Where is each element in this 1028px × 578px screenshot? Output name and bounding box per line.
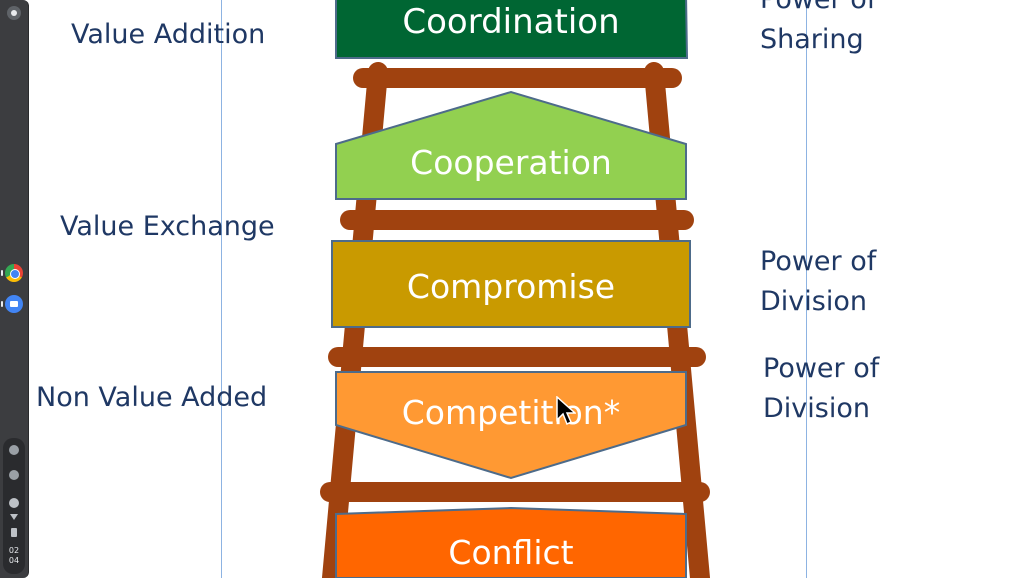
step-cooperation-label: Cooperation [410, 143, 612, 182]
label-power-of-sharing-line1: Power of [760, 0, 876, 20]
label-power-of-sharing-line2: Sharing [760, 24, 864, 55]
label-value-addition: Value Addition [71, 19, 266, 50]
step-coordination: Coordination [335, 0, 689, 59]
wifi-icon [10, 514, 18, 520]
label-value-exchange: Value Exchange [60, 211, 275, 242]
files-icon[interactable] [1, 295, 23, 313]
step-competition: Competition* [335, 371, 687, 480]
step-conflict: Conflict [335, 506, 687, 578]
chrome-icon[interactable] [1, 264, 23, 282]
step-conflict-label: Conflict [448, 533, 573, 572]
label-power-of-division-a-line1: Power of [760, 246, 877, 277]
step-coordination-label: Coordination [402, 2, 619, 42]
launcher-icon[interactable] [7, 6, 21, 20]
step-competition-label: Competition* [402, 393, 620, 432]
screen-capture-icon[interactable] [9, 470, 19, 480]
clock[interactable]: 02 04 [3, 546, 25, 566]
os-shelf: 02 04 [0, 0, 29, 578]
microphone-icon[interactable] [9, 445, 19, 455]
left-guide-line [221, 0, 222, 578]
label-non-value-added: Non Value Added [36, 382, 268, 413]
mouse-cursor-icon [556, 396, 576, 426]
label-power-of-division-a-line2: Division [760, 286, 867, 317]
step-compromise-label: Compromise [407, 267, 615, 306]
clock-hour: 02 [8, 546, 20, 555]
label-power-of-division-b-line2: Division [763, 393, 870, 424]
status-tray[interactable]: 02 04 [3, 438, 25, 574]
battery-icon [11, 528, 17, 537]
step-compromise: Compromise [331, 240, 691, 328]
help-icon[interactable] [9, 498, 19, 508]
clock-minute: 04 [8, 556, 20, 565]
right-guide-line [806, 0, 807, 578]
step-cooperation: Cooperation [335, 90, 687, 200]
label-power-of-division-b-line1: Power of [763, 353, 880, 384]
